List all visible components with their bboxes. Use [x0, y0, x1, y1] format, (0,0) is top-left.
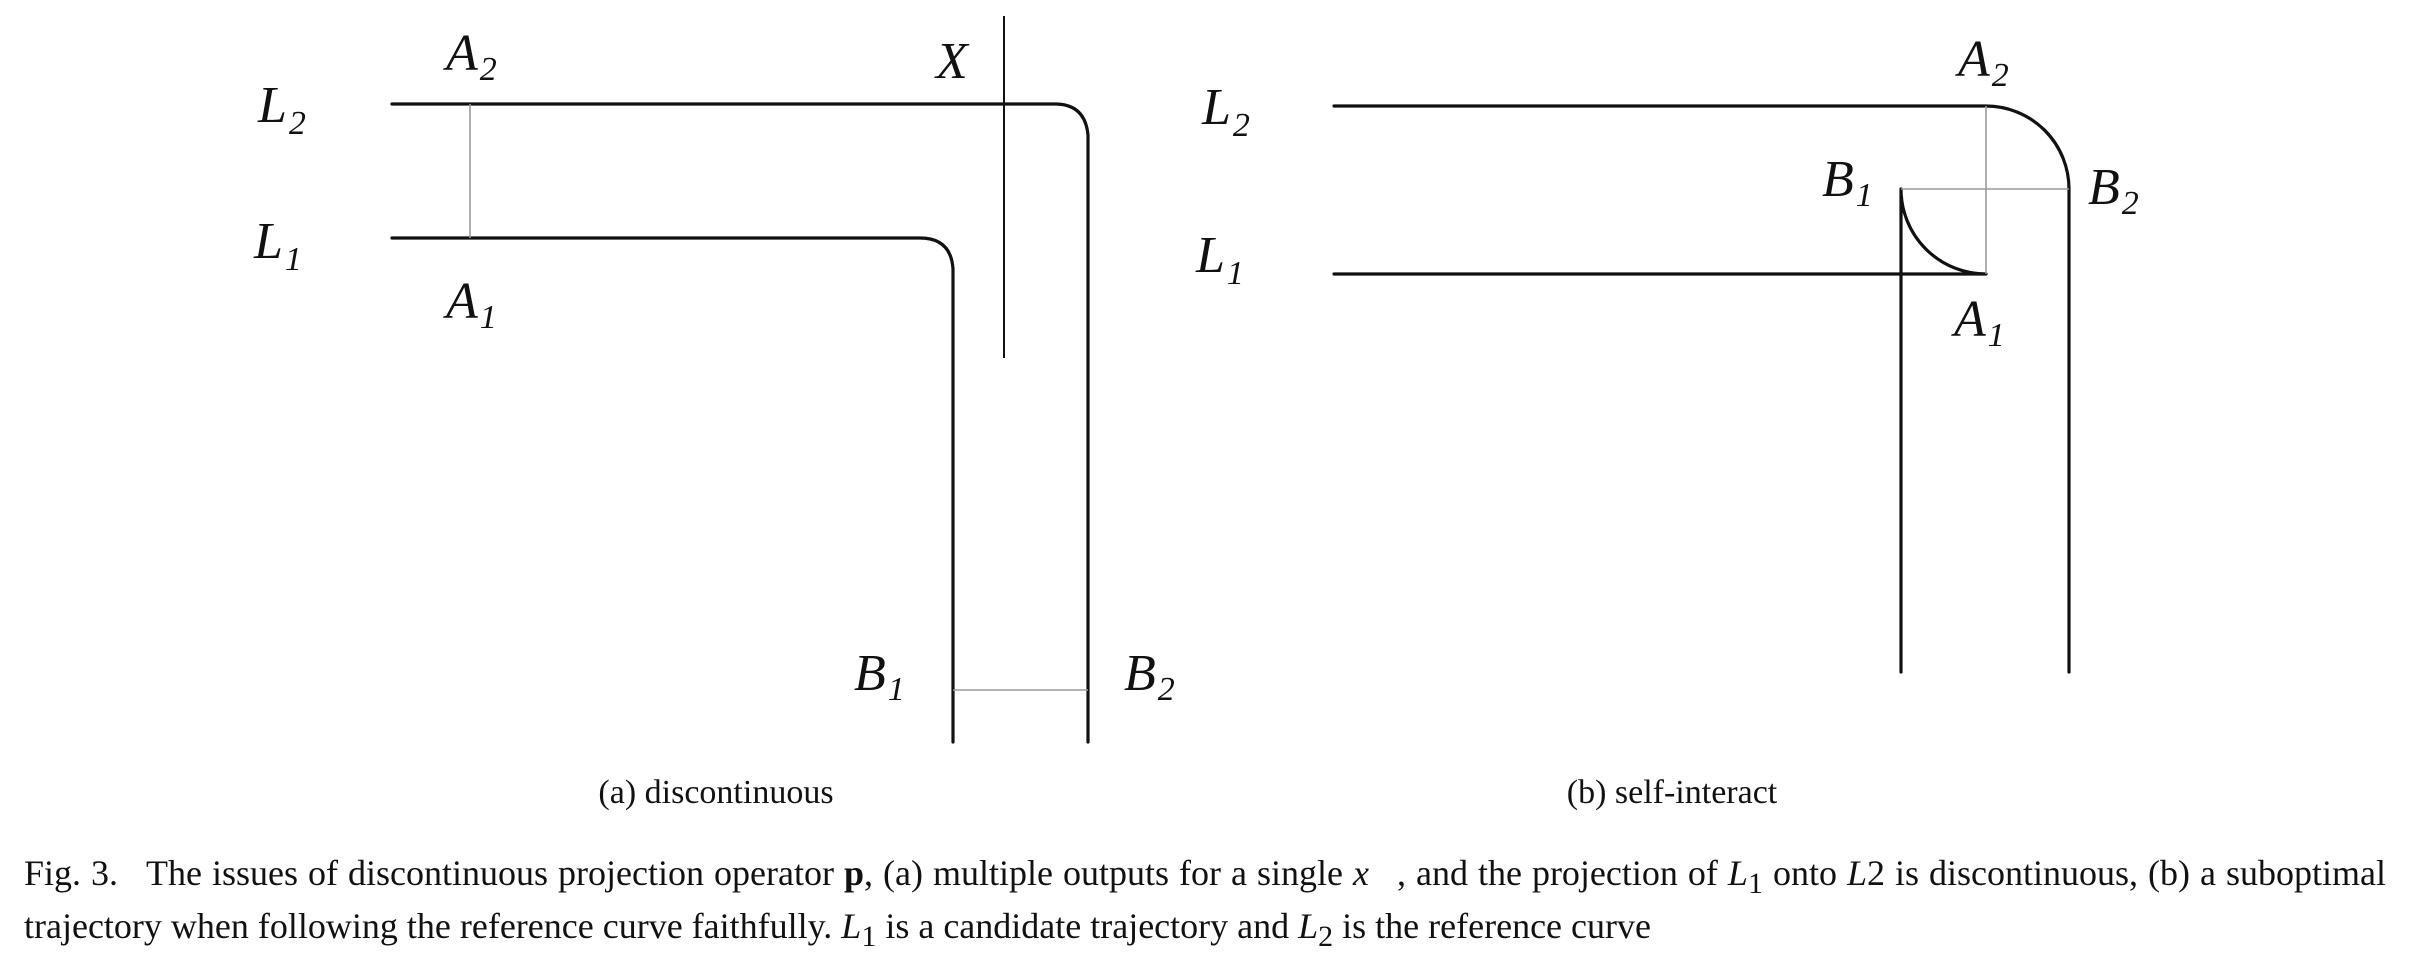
panel-a-label-l1: L1 [253, 213, 302, 278]
caption-text-4: onto [1762, 853, 1847, 893]
figure: L2 L1 A2 A1 X B1 B2 (a) discontinuous L2… [253, 16, 2139, 811]
panel-b-label-l2: L2 [1201, 79, 1250, 144]
caption-symbol-l1: L [1727, 853, 1748, 893]
caption-text-5: is discontinuous, (b) a suboptimal traje… [24, 853, 2387, 947]
panel-a-label-a1: A1 [443, 273, 497, 336]
panel-b: L2 L1 A2 A1 B1 B2 (b) self-interact [1195, 31, 2139, 811]
caption-text-1: The issues of discontinuous projection o… [146, 853, 844, 893]
panel-a-curve-l2 [390, 102, 1090, 744]
caption-symbol-l1-b: L [841, 906, 862, 947]
panel-a-label-b1: B1 [854, 645, 905, 708]
caption-text-7: is the reference curve [1333, 906, 1651, 947]
panel-b-caption: (b) self-interact [1567, 774, 1778, 811]
caption-text-6: is a candidate trajectory and [876, 906, 1299, 947]
figure-number: Fig. 3. [24, 853, 119, 893]
panel-a-label-x: X [934, 33, 970, 90]
caption-symbol-l2-c: L [1298, 906, 1319, 947]
panel-b-curve-l1 [1332, 187, 1988, 674]
panel-b-label-b1: B1 [1822, 151, 1873, 214]
figure-caption: Fig. 3. The issues of discontinuous proje… [24, 852, 2386, 958]
panel-b-label-l1: L1 [1195, 227, 1244, 292]
panel-a-label-l2: L2 [257, 77, 306, 142]
panel-b-curve-l2 [1332, 104, 2071, 674]
caption-subscript-1: 1 [1747, 867, 1763, 901]
caption-vector: x⃗ [1352, 853, 1397, 893]
panel-a-label-a2: A2 [443, 25, 497, 88]
caption-subscript-2-c: 2 [1318, 920, 1334, 954]
caption-number-2: 2 [1867, 853, 1885, 893]
caption-text-3: , and the projection of [1396, 853, 1728, 893]
caption-subscript-1-b: 1 [861, 920, 877, 954]
caption-symbol-l2: L [1846, 853, 1867, 893]
panel-b-label-a2: A2 [1955, 31, 2009, 94]
panel-b-label-b2: B2 [2088, 159, 2139, 222]
caption-text-2: , (a) multiple outputs for a single [864, 853, 1353, 893]
panel-a-caption: (a) discontinuous [598, 774, 833, 811]
panel-a-curve-l1 [390, 236, 955, 744]
panel-b-label-a1: A1 [1951, 291, 2005, 354]
caption-operator: p [843, 853, 864, 893]
panel-a-label-b2: B2 [1124, 645, 1175, 708]
panel-a: L2 L1 A2 A1 X B1 B2 (a) discontinuous [253, 16, 1175, 811]
